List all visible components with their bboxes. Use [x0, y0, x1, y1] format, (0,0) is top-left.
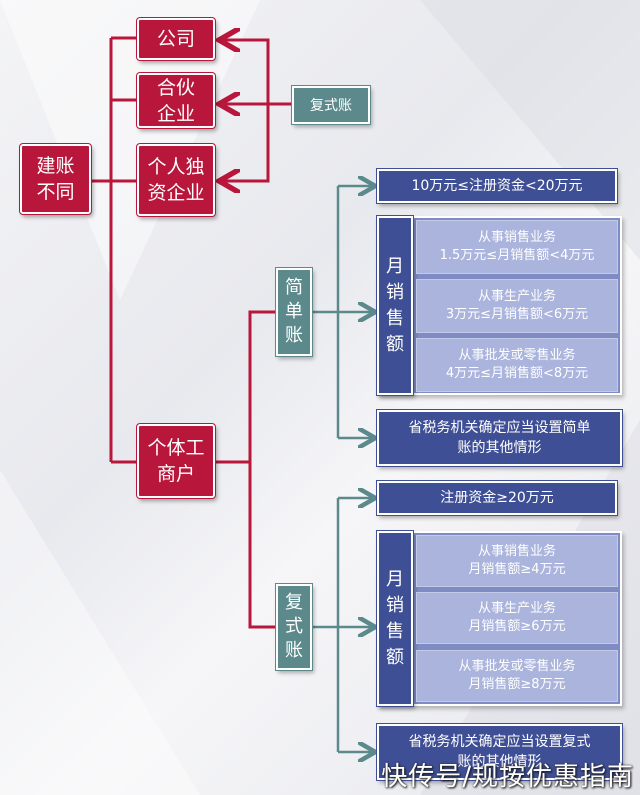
double-item-production-range: 月销售额≥6万元	[468, 619, 566, 634]
double-capital-box: 注册资金≥20万元	[377, 481, 617, 515]
simple-item-sales: 从事销售业务 1.5万元≤月销售额<4万元	[416, 220, 618, 274]
simple-item-wholesale-title: 从事批发或零售业务	[458, 348, 576, 363]
watermark-text: 快传号/规按优惠指南	[381, 762, 634, 792]
double-item-sales-range: 月销售额≥4万元	[468, 562, 566, 577]
root-node: 建账 不同	[20, 144, 91, 214]
double-book-node: 复 式 账	[276, 584, 312, 670]
double-item-production: 从事生产业务 月销售额≥6万元	[416, 592, 618, 644]
sole-proprietorship-node: 个人独 资企业	[137, 144, 215, 216]
simple-item-sales-range: 1.5万元≤月销售额<4万元	[439, 248, 595, 263]
simple-monthly-sales-label: 月 销 售 额	[377, 216, 413, 395]
simple-item-production-range: 3万元≤月销售额<6万元	[445, 307, 589, 322]
double-item-wholesale-title: 从事批发或零售业务	[458, 659, 576, 674]
simple-capital-box: 10万元≤注册资金<20万元	[377, 169, 617, 203]
double-item-wholesale-range: 月销售额≥8万元	[468, 677, 566, 692]
simple-item-production: 从事生产业务 3万元≤月销售额<6万元	[416, 279, 618, 333]
double-monthly-sales-label: 月 销 售 额	[377, 531, 413, 706]
company-node: 公司	[137, 18, 215, 60]
double-other-box: 省税务机关确定应当设置复式 账的其他情形	[377, 724, 622, 780]
simple-other-box: 省税务机关确定应当设置简单 账的其他情形	[377, 410, 622, 466]
double-item-sales: 从事销售业务 月销售额≥4万元	[416, 535, 618, 587]
individual-business-node: 个体工 商户	[137, 424, 215, 498]
simple-item-wholesale: 从事批发或零售业务 4万元≤月销售额<8万元	[416, 338, 618, 392]
simple-book-node: 简 单 账	[276, 268, 312, 356]
simple-item-production-title: 从事生产业务	[477, 289, 556, 304]
double-item-wholesale: 从事批发或零售业务 月销售额≥8万元	[416, 650, 618, 702]
double-item-production-title: 从事生产业务	[477, 601, 556, 616]
partnership-node: 合伙 企业	[137, 73, 215, 128]
double-entry-top-node: 复式账	[292, 86, 370, 124]
simple-item-wholesale-range: 4万元≤月销售额<8万元	[445, 366, 589, 381]
double-item-sales-title: 从事销售业务	[477, 544, 556, 559]
simple-item-sales-title: 从事销售业务	[477, 230, 556, 245]
